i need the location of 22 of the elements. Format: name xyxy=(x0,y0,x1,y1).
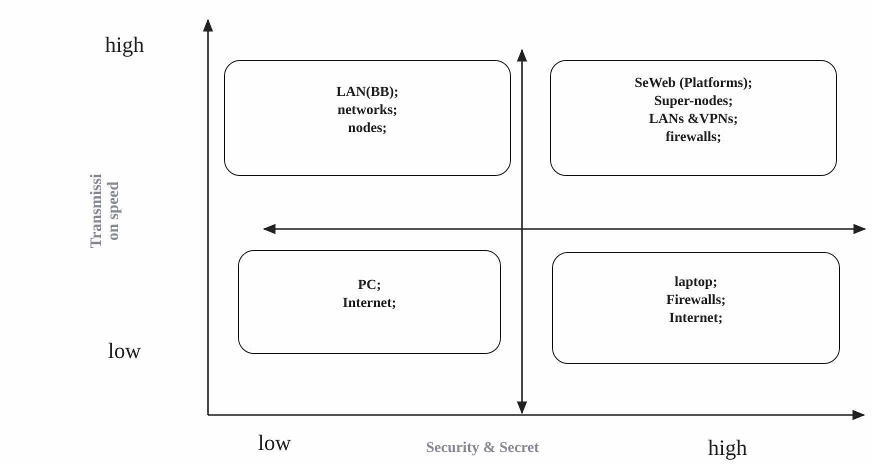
box-text: LANs &VPNs; xyxy=(648,111,738,129)
axis-tick-label: low xyxy=(258,430,291,456)
box-text: firewalls; xyxy=(666,129,722,147)
quadrant-box xyxy=(238,250,501,354)
box-text: networks; xyxy=(338,102,398,120)
axis-title: Transmissi on speed xyxy=(88,172,122,250)
box-text: Firewalls; xyxy=(666,292,726,310)
quadrant-box xyxy=(550,60,837,176)
box-text: Internet; xyxy=(342,295,396,313)
box-text: LAN(BB); xyxy=(336,84,399,102)
axis-tick-label: high xyxy=(105,32,144,58)
box-text: SeWeb (Platforms); xyxy=(634,75,752,93)
axis-tick-label: low xyxy=(108,338,141,364)
box-text: Internet; xyxy=(669,310,723,328)
quadrant-box xyxy=(552,252,840,364)
box-text: nodes; xyxy=(348,120,387,138)
quadrant-box xyxy=(224,60,511,176)
box-text: Super-nodes; xyxy=(654,93,733,111)
box-text: PC; xyxy=(358,277,382,295)
box-text: laptop; xyxy=(674,274,718,292)
axis-tick-label: high xyxy=(708,435,748,461)
axis-title: Security & Secret xyxy=(426,440,540,457)
